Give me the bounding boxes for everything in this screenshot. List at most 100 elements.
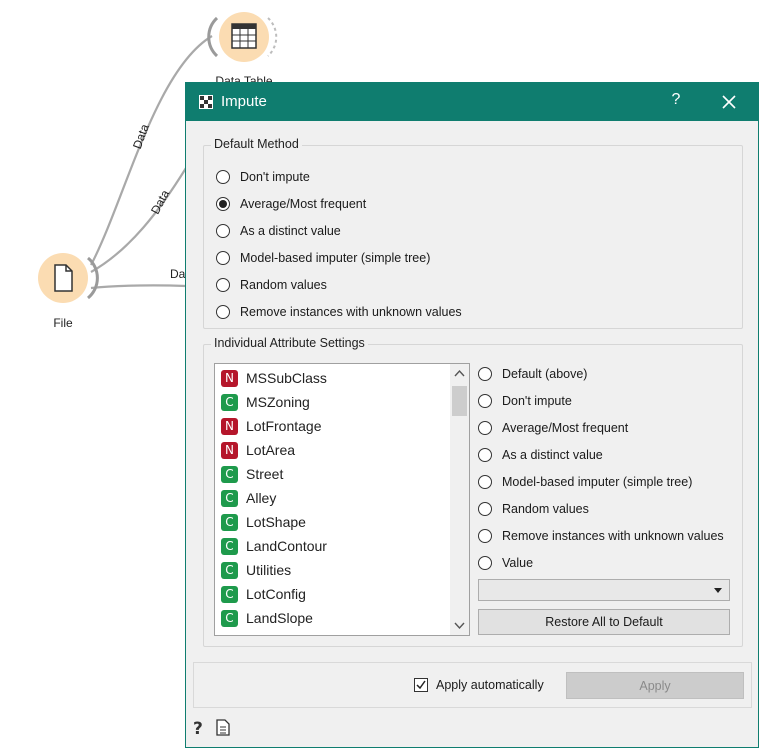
categorical-badge-icon: C [221, 465, 238, 483]
attribute-item[interactable]: C Alley [221, 488, 276, 508]
table-output-anchor [267, 17, 278, 57]
radio-button[interactable] [216, 251, 230, 265]
file-label: File [53, 316, 73, 330]
numeric-badge-icon: N [221, 417, 238, 435]
radio-label: Remove instances with unknown values [502, 529, 724, 543]
radio-label: Average/Most frequent [502, 421, 629, 435]
attribute-item[interactable]: C LandSlope [221, 608, 313, 628]
radio-label: Don't impute [240, 170, 310, 184]
apply-button[interactable]: Apply [566, 672, 744, 699]
help-icon[interactable]: ? [192, 719, 206, 737]
file-node[interactable] [38, 253, 88, 303]
attribute-name: Street [246, 466, 284, 482]
radio-button[interactable] [216, 224, 230, 238]
attribute-name: LotShape [246, 514, 306, 530]
scroll-up-icon[interactable] [453, 367, 466, 380]
radio-button[interactable] [478, 367, 492, 381]
radio-button[interactable] [216, 305, 230, 319]
radio-label: Model-based imputer (simple tree) [240, 251, 431, 265]
attribute-name: Alley [246, 490, 277, 506]
radio-label: Random values [240, 278, 327, 292]
radio-button[interactable] [478, 421, 492, 435]
radio-label: Value [502, 556, 534, 570]
check-icon [416, 680, 426, 690]
radio-label: Default (above) [502, 367, 588, 381]
attribute-name: LandSlope [246, 610, 313, 626]
categorical-badge-icon: C [221, 585, 238, 603]
attribute-name: LotFrontage [246, 418, 322, 434]
radio-button[interactable] [216, 170, 230, 184]
radio-button[interactable] [478, 394, 492, 408]
radio-button[interactable] [216, 278, 230, 292]
close-icon[interactable] [718, 91, 740, 113]
radio-button[interactable] [478, 448, 492, 462]
individual-attribute-title: Individual Attribute Settings [211, 336, 368, 350]
data-table-node[interactable] [219, 12, 269, 62]
dialog-title: Impute [221, 93, 267, 110]
apply-automatically-checkbox[interactable]: Apply automatically [414, 678, 544, 692]
default-method-option[interactable]: Model-based imputer (simple tree) [216, 249, 430, 267]
link-file-to-impute-2 [90, 284, 187, 290]
attribute-method-option[interactable]: Model-based imputer (simple tree) [478, 473, 692, 491]
categorical-badge-icon: C [221, 537, 238, 555]
categorical-badge-icon: C [221, 561, 238, 579]
file-icon [54, 264, 73, 292]
scroll-down-icon[interactable] [453, 619, 466, 632]
categorical-badge-icon: C [221, 609, 238, 627]
attribute-item[interactable]: C LotConfig [221, 584, 306, 604]
attribute-name: Utilities [246, 562, 292, 578]
link-file-to-table [90, 35, 213, 266]
checkbox-box [414, 678, 428, 692]
attribute-item[interactable]: C Street [221, 464, 283, 484]
radio-button[interactable] [478, 556, 492, 570]
default-method-option[interactable]: Random values [216, 276, 327, 294]
attribute-method-option[interactable]: Random values [478, 500, 589, 518]
file-output-anchor [86, 256, 99, 300]
radio-label: As a distinct value [502, 448, 603, 462]
default-method-title: Default Method [211, 137, 302, 151]
attribute-method-option[interactable]: Don't impute [478, 392, 572, 410]
report-icon[interactable] [216, 719, 230, 736]
radio-button[interactable] [478, 529, 492, 543]
help-button[interactable]: ? [671, 91, 681, 108]
attribute-item[interactable]: N LotArea [221, 440, 295, 460]
individual-attribute-group: Individual Attribute Settings [203, 336, 743, 647]
radio-button[interactable] [478, 475, 492, 489]
radio-button[interactable] [478, 502, 492, 516]
numeric-badge-icon: N [221, 441, 238, 459]
attribute-method-option[interactable]: Remove instances with unknown values [478, 527, 724, 545]
attribute-method-option[interactable]: As a distinct value [478, 446, 603, 464]
attribute-name: LotConfig [246, 586, 306, 602]
scroll-thumb[interactable] [452, 386, 467, 416]
attribute-list-scrollbar[interactable] [450, 364, 469, 635]
radio-button[interactable] [216, 197, 230, 211]
attribute-item[interactable]: N LotFrontage [221, 416, 322, 436]
radio-label: Random values [502, 502, 589, 516]
default-method-option[interactable]: Don't impute [216, 168, 310, 186]
default-method-option[interactable]: Remove instances with unknown values [216, 303, 462, 321]
attribute-method-option[interactable]: Default (above) [478, 365, 587, 383]
attribute-method-option[interactable]: Average/Most frequent [478, 419, 628, 437]
categorical-badge-icon: C [221, 489, 238, 507]
attribute-name: LotArea [246, 442, 296, 458]
default-method-option[interactable]: Average/Most frequent [216, 195, 366, 213]
title-bar[interactable]: Impute ? [186, 83, 758, 121]
value-select[interactable] [478, 579, 730, 601]
impute-icon [199, 95, 213, 109]
attribute-item[interactable]: C Utilities [221, 560, 291, 580]
attribute-method-option[interactable]: Value [478, 554, 533, 572]
radio-label: As a distinct value [240, 224, 341, 238]
default-method-option[interactable]: As a distinct value [216, 222, 341, 240]
categorical-badge-icon: C [221, 393, 238, 411]
radio-label: Average/Most frequent [240, 197, 367, 211]
restore-all-button[interactable]: Restore All to Default [478, 609, 730, 635]
apply-box [193, 662, 752, 708]
